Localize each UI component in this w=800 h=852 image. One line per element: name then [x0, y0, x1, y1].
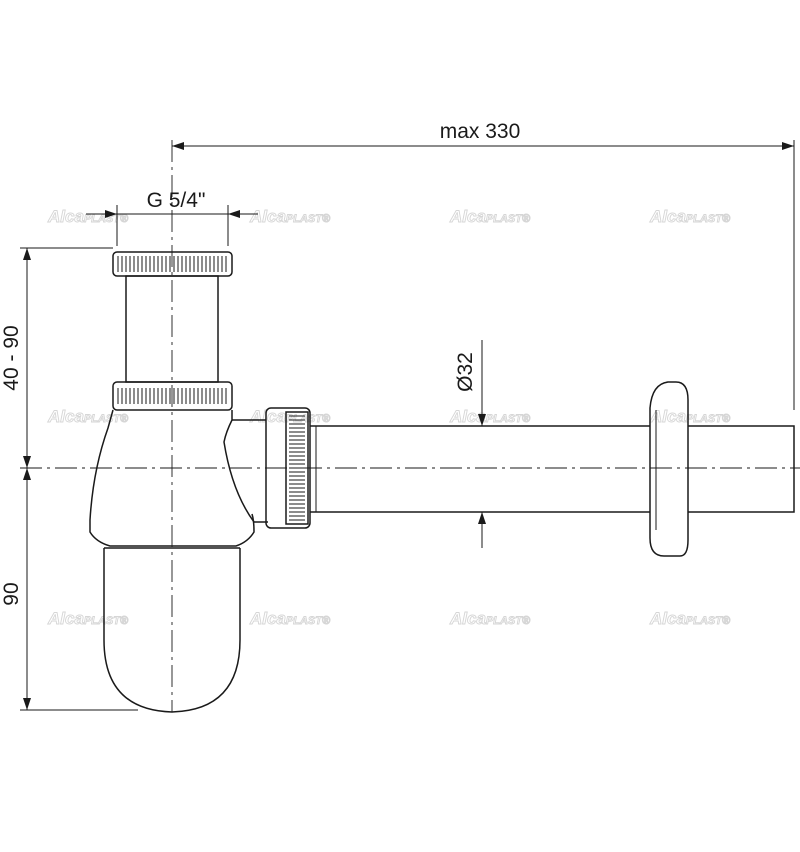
brand-watermark: AlcaPLAST®: [249, 609, 331, 628]
max-length-label: max 330: [440, 120, 521, 143]
brand-watermark: AlcaPLAST®: [649, 407, 731, 426]
brand-watermark: AlcaPLAST®: [47, 609, 129, 628]
brand-watermark: AlcaPLAST®: [449, 407, 531, 426]
brand-watermark: AlcaPLAST®: [47, 407, 129, 426]
wall-rosette: [649, 381, 689, 557]
bell-body: [89, 409, 255, 547]
brand-watermark: AlcaPLAST®: [649, 207, 731, 226]
horizontal-pipe: [310, 425, 650, 513]
pipe-diameter-label: Ø32: [454, 352, 477, 392]
thread-size-label: G 5/4": [147, 189, 206, 212]
lower-height-label: 90: [0, 582, 23, 605]
brand-watermark: AlcaPLAST®: [649, 609, 731, 628]
dimension-lines: [23, 142, 794, 710]
bottom-cup: [103, 548, 241, 713]
brand-watermark: AlcaPLAST®: [449, 207, 531, 226]
brand-watermark: AlcaPLAST®: [449, 609, 531, 628]
centerlines: [20, 140, 800, 712]
watermark-layer: AlcaPLAST® AlcaPLAST® AlcaPLAST® AlcaPLAST®…: [47, 207, 732, 629]
upper-height-label: 40 - 90: [0, 325, 23, 390]
side-nut: [265, 407, 311, 529]
middle-nut: [112, 381, 233, 411]
brand-watermark: AlcaPLAST®: [249, 207, 331, 226]
siphon-outline: [89, 251, 795, 713]
